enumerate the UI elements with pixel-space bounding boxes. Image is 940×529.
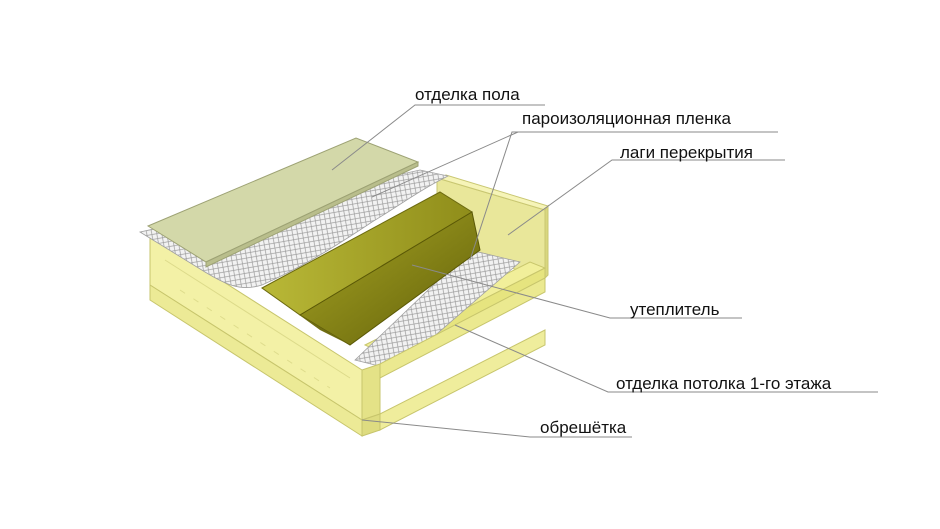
label-battens: обрешётка <box>540 418 627 437</box>
leader-floor-finish <box>331 104 545 171</box>
leader-vapor-film-2 <box>469 131 778 261</box>
label-vapor-film: пароизоляционная пленка <box>522 109 731 128</box>
leader-lines <box>331 104 878 438</box>
leader-insulation <box>411 264 742 319</box>
leader-battens <box>361 419 632 438</box>
front-joist <box>149 234 381 437</box>
insulation-block <box>261 191 481 346</box>
leader-ceiling <box>454 324 878 393</box>
floor-finish-board <box>146 137 420 268</box>
label-insulation: утеплитель <box>630 300 720 319</box>
leader-joists <box>507 159 785 236</box>
label-floor-finish: отделка пола <box>415 85 520 104</box>
label-joists: лаги перекрытия <box>620 143 753 162</box>
label-ceiling-finish: отделка потолка 1-го этажа <box>616 374 832 393</box>
leader-vapor-film-1 <box>371 131 519 198</box>
